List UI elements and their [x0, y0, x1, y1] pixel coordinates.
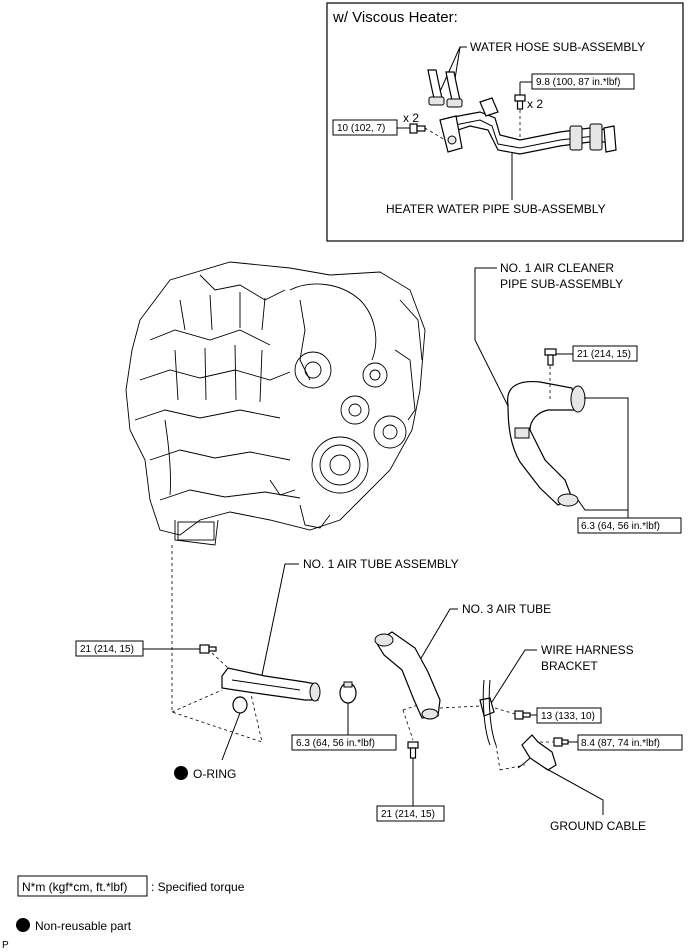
ground-cable-leader [544, 767, 604, 815]
qty-inset-left: x 2 [403, 111, 419, 125]
air-tube-3-label: NO. 3 AIR TUBE [462, 602, 551, 616]
air-tube-assembly-label: NO. 1 AIR TUBE ASSEMBLY [303, 557, 459, 571]
ground-cable-group: 8.4 (87, 74 in.*lbf) GROUND CABLE [495, 734, 683, 833]
torque-tube1-bolt: 21 (214, 15) [80, 644, 134, 655]
torque-box-acp-clamps [577, 517, 682, 534]
torque-acp-bolt: 21 (214, 15) [577, 349, 631, 360]
torque-bracket-bolt: 13 (133, 10) [541, 711, 595, 722]
air-cleaner-pipe-drawing [507, 380, 586, 507]
torque-box-bracket-bolt [536, 707, 602, 724]
air-tube-assembly-drawing [221, 667, 321, 702]
wire-harness-leader [489, 649, 537, 706]
legend-torque-desc: : Specified torque [151, 880, 245, 894]
bolt-icon [514, 710, 531, 720]
heater-water-pipe-drawing [439, 97, 617, 155]
air-tube-assembly-leader [261, 563, 299, 676]
legend: N*m (kgf*cm, ft.*lbf) : Specified torque… [2, 875, 245, 951]
torque-box-tube1-clamp [291, 734, 397, 751]
air-cleaner-pipe-label-1: NO. 1 AIR CLEANER [500, 261, 614, 275]
air-tube-3-drawing [374, 631, 441, 720]
water-hose-drawing [427, 69, 463, 108]
bolt-icon [553, 737, 569, 747]
o-ring-label: O-RING [193, 767, 236, 781]
ground-cable-drawing [517, 734, 557, 771]
air-tube-3-group: NO. 3 AIR TUBE 21 (214, 15) [374, 602, 551, 822]
torque-inset-left: 10 (102, 7) [337, 123, 385, 134]
air-tube-3-leader [419, 608, 458, 661]
nonreusable-dot-icon [174, 766, 188, 780]
torque-tube1-clamp: 6.3 (64, 56 in.*lbf) [296, 738, 375, 749]
wire-harness-bracket-group: WIRE HARNESS BRACKET 13 (133, 10) [439, 643, 634, 746]
clamp-icon [339, 681, 357, 704]
wire-harness-bracket-drawing [479, 679, 497, 746]
viscous-heater-inset: w/ Viscous Heater: WATER HOSE SUB-ASSEMB… [326, 2, 684, 242]
inset-title: w/ Viscous Heater: [332, 9, 458, 26]
wire-harness-label-1: WIRE HARNESS [541, 643, 634, 657]
corner-mark: P [2, 940, 9, 951]
water-hose-label: WATER HOSE SUB-ASSEMBLY [470, 40, 645, 54]
engine-drawing [125, 261, 426, 546]
legend-torque-box [17, 875, 148, 897]
torque-box-ground-bolt [577, 734, 683, 751]
heater-pipe-label: HEATER WATER PIPE SUB-ASSEMBLY [386, 202, 606, 216]
legend-torque-box-text: N*m (kgf*cm, ft.*lbf) [22, 880, 127, 894]
o-ring-icon [232, 696, 248, 714]
legend-nonreusable-dot-icon [16, 918, 30, 932]
torque-acp-clamps: 6.3 (64, 56 in.*lbf) [581, 521, 660, 532]
qty-inset-right: x 2 [527, 97, 543, 111]
air-cleaner-pipe-label-2: PIPE SUB-ASSEMBLY [500, 277, 623, 291]
bolt-icon [544, 348, 557, 366]
torque-tube3-bolt: 21 (214, 15) [381, 809, 435, 820]
torque-ground-bolt: 8.4 (87, 74 in.*lbf) [581, 738, 660, 749]
wire-harness-label-2: BRACKET [541, 659, 598, 673]
air-cleaner-pipe-leader [474, 267, 516, 421]
ground-cable-label: GROUND CABLE [550, 819, 646, 833]
torque-inset-right: 9.8 (100, 87 in.*lbf) [536, 77, 621, 88]
bolt-icon [199, 644, 217, 654]
air-cleaner-pipe-group: NO. 1 AIR CLEANER PIPE SUB-ASSEMBLY 21 (… [474, 261, 682, 534]
legend-nonreusable-text: Non-reusable part [35, 919, 132, 933]
torque-box-tube3-bolt [376, 805, 445, 822]
bolt-icon [409, 123, 426, 134]
bolt-icon [514, 94, 526, 110]
bolt-icon [407, 741, 419, 759]
air-tube-assembly-group: NO. 1 AIR TUBE ASSEMBLY 21 (214, 15) 6.3… [75, 557, 459, 781]
